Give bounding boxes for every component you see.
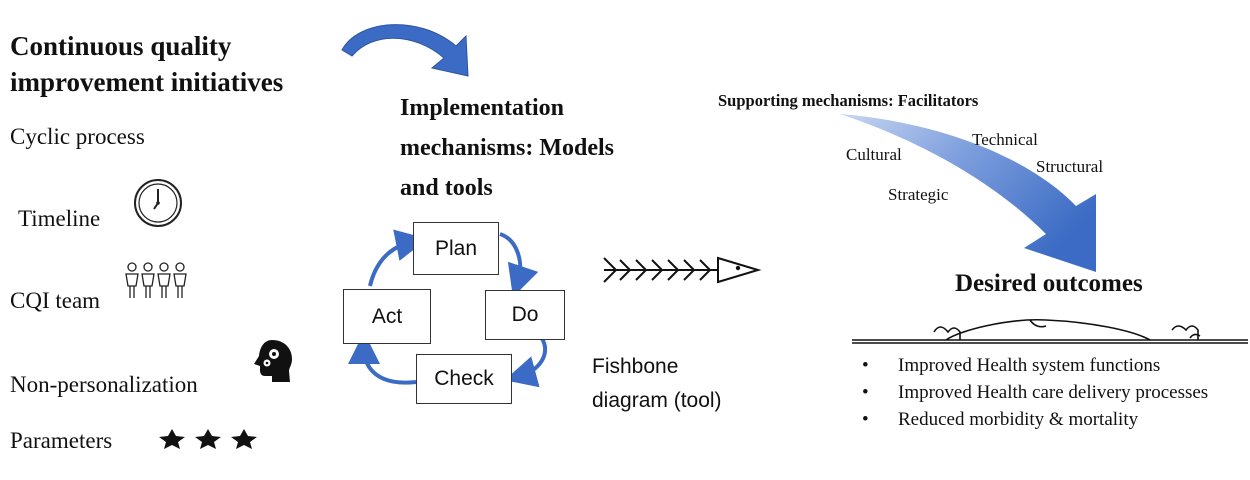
fishbone-label-line-1: Fishbone — [592, 355, 679, 378]
cqi-title: Continuous quality improvement initiativ… — [10, 28, 283, 100]
sweeping-arrow-icon — [840, 114, 1096, 272]
outcome-item: Reduced morbidity & mortality — [862, 406, 1250, 433]
desired-outcomes-title: Desired outcomes — [955, 270, 1143, 297]
item-parameters: Parameters — [10, 428, 113, 453]
facilitator-structural: Structural — [1036, 157, 1104, 176]
pdca-do-box: Do — [485, 290, 565, 340]
item-non-personalization: Non-personalization — [10, 372, 198, 397]
facilitator-technical: Technical — [972, 130, 1038, 149]
pdca-cycle-arrows — [348, 229, 548, 388]
pdca-check-box: Check — [416, 354, 512, 404]
stars-icon — [159, 429, 257, 449]
implementation-title-line-1: Implementation — [400, 95, 564, 121]
implementation-title: Implementation mechanisms: Models and to… — [400, 88, 614, 208]
outcome-item: Improved Health system functions — [862, 352, 1250, 379]
curved-arrow-icon — [341, 24, 469, 77]
implementation-title-line-2: mechanisms: Models — [400, 135, 614, 161]
item-timeline: Timeline — [18, 206, 101, 231]
cqi-title-line-2: improvement initiatives — [10, 67, 284, 97]
outcome-item: Improved Health care delivery processes — [862, 379, 1250, 406]
outcomes-list: Improved Health system functions Improve… — [862, 352, 1250, 433]
item-cyclic-process: Cyclic process — [10, 124, 145, 149]
clock-icon — [134, 179, 182, 227]
supporting-title: Supporting mechanisms: Facilitators — [718, 91, 979, 110]
fishbone-label-line-2: diagram (tool) — [592, 389, 722, 412]
facilitator-strategic: Strategic — [888, 185, 949, 204]
fishbone-icon — [603, 256, 762, 284]
pdca-act-box: Act — [343, 289, 431, 344]
person-lifting-bar-icon — [852, 318, 1248, 344]
head-gears-icon — [254, 340, 292, 382]
cqi-title-line-1: Continuous quality — [10, 31, 232, 61]
pdca-plan-box: Plan — [413, 222, 499, 275]
fishbone-label: Fishbone diagram (tool) — [592, 350, 722, 418]
facilitator-cultural: Cultural — [846, 145, 902, 164]
implementation-title-line-3: and tools — [400, 175, 493, 201]
people-icon — [125, 262, 187, 298]
item-cqi-team: CQI team — [10, 288, 101, 313]
